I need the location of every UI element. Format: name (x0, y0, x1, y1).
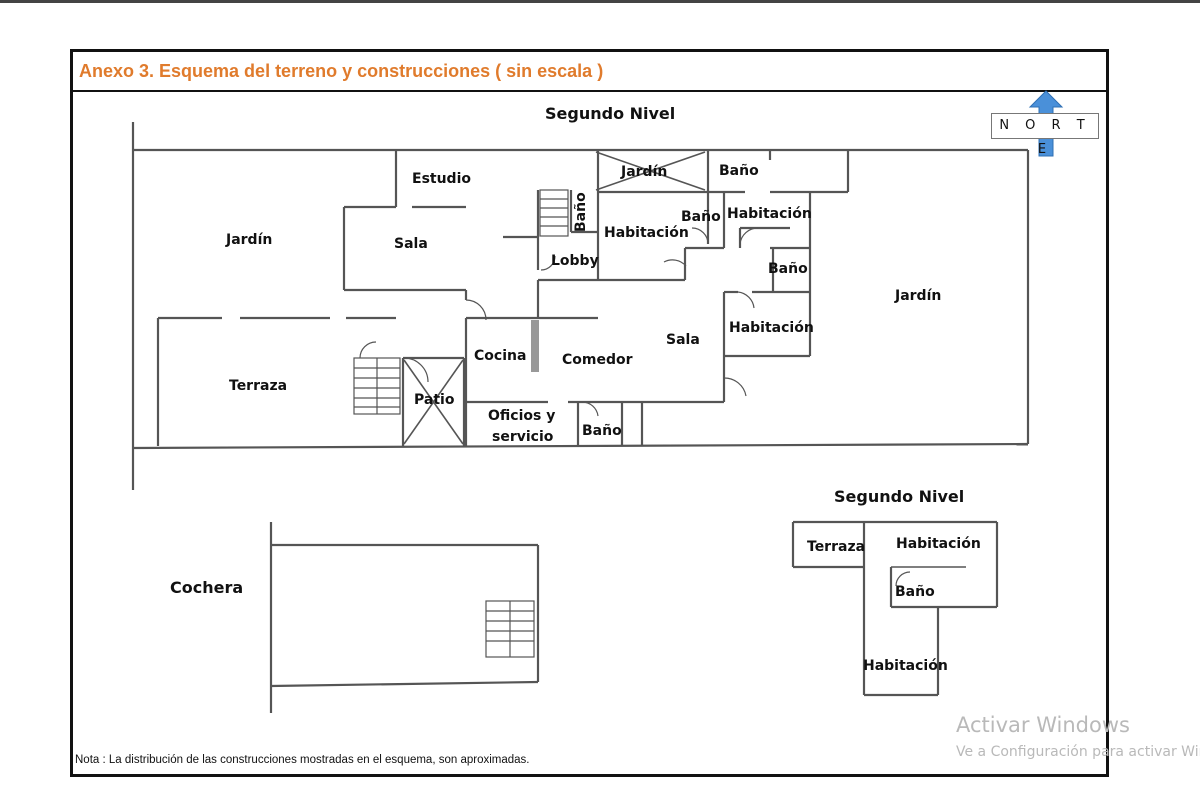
room-cochera: Cochera (170, 578, 243, 597)
room-patio: Patio (414, 392, 455, 408)
void-crosses (403, 151, 706, 445)
activation-watermark-subtitle: Ve a Configuración para activar Windows. (956, 744, 1200, 760)
room-bano-stair: Baño (573, 192, 589, 232)
room-terraza-2: Terraza (807, 539, 865, 555)
kitchen-counter (531, 320, 539, 372)
door-swings (359, 227, 759, 417)
activation-watermark-title: Activar Windows (956, 713, 1130, 737)
room-oficios-line2: servicio (492, 429, 554, 445)
room-estudio: Estudio (412, 171, 471, 187)
window-top-border (0, 0, 1200, 3)
room-bano-2: Baño (895, 584, 935, 600)
north-label: N O R T E (991, 113, 1099, 157)
room-habitacion-top-2: Habitación (896, 536, 981, 552)
room-bano-top: Baño (719, 163, 759, 179)
footnote: Nota : La distribución de las construcci… (75, 754, 530, 766)
stairs-main (353, 189, 569, 415)
room-lobby: Lobby (551, 253, 599, 269)
second-plan-walls (791, 520, 999, 697)
room-jardin-oeste: Jardín (225, 232, 272, 248)
main-plan-heading: Segundo Nivel (545, 104, 675, 123)
room-habitacion-bottom-2: Habitación (863, 658, 948, 674)
room-sala-2: Sala (666, 332, 700, 348)
garage-walls (269, 522, 540, 713)
room-terraza: Terraza (229, 378, 287, 394)
room-oficios-line1: Oficios y (488, 408, 555, 424)
annex-frame: Anexo 3. Esquema del terreno y construcc… (70, 49, 1109, 777)
room-habitacion-ne: Habitación (727, 206, 812, 222)
room-cocina: Cocina (474, 348, 526, 364)
second-plan-heading: Segundo Nivel (834, 487, 964, 506)
room-sala-1: Sala (394, 236, 428, 252)
main-plan-walls (131, 122, 1030, 490)
room-comedor: Comedor (562, 352, 633, 368)
room-bano-bottom: Baño (582, 423, 622, 439)
title-row: Anexo 3. Esquema del terreno y construcc… (73, 52, 1106, 92)
room-habitacion-center: Habitación (604, 225, 689, 241)
room-jardin-patio: Jardín (620, 164, 667, 180)
room-bano-ne: Baño (768, 261, 808, 277)
room-habitacion-e: Habitación (729, 320, 814, 336)
room-jardin-este: Jardín (894, 288, 941, 304)
annex-title: Anexo 3. Esquema del terreno y construcc… (79, 61, 604, 81)
room-bano-center: Baño (681, 209, 721, 225)
